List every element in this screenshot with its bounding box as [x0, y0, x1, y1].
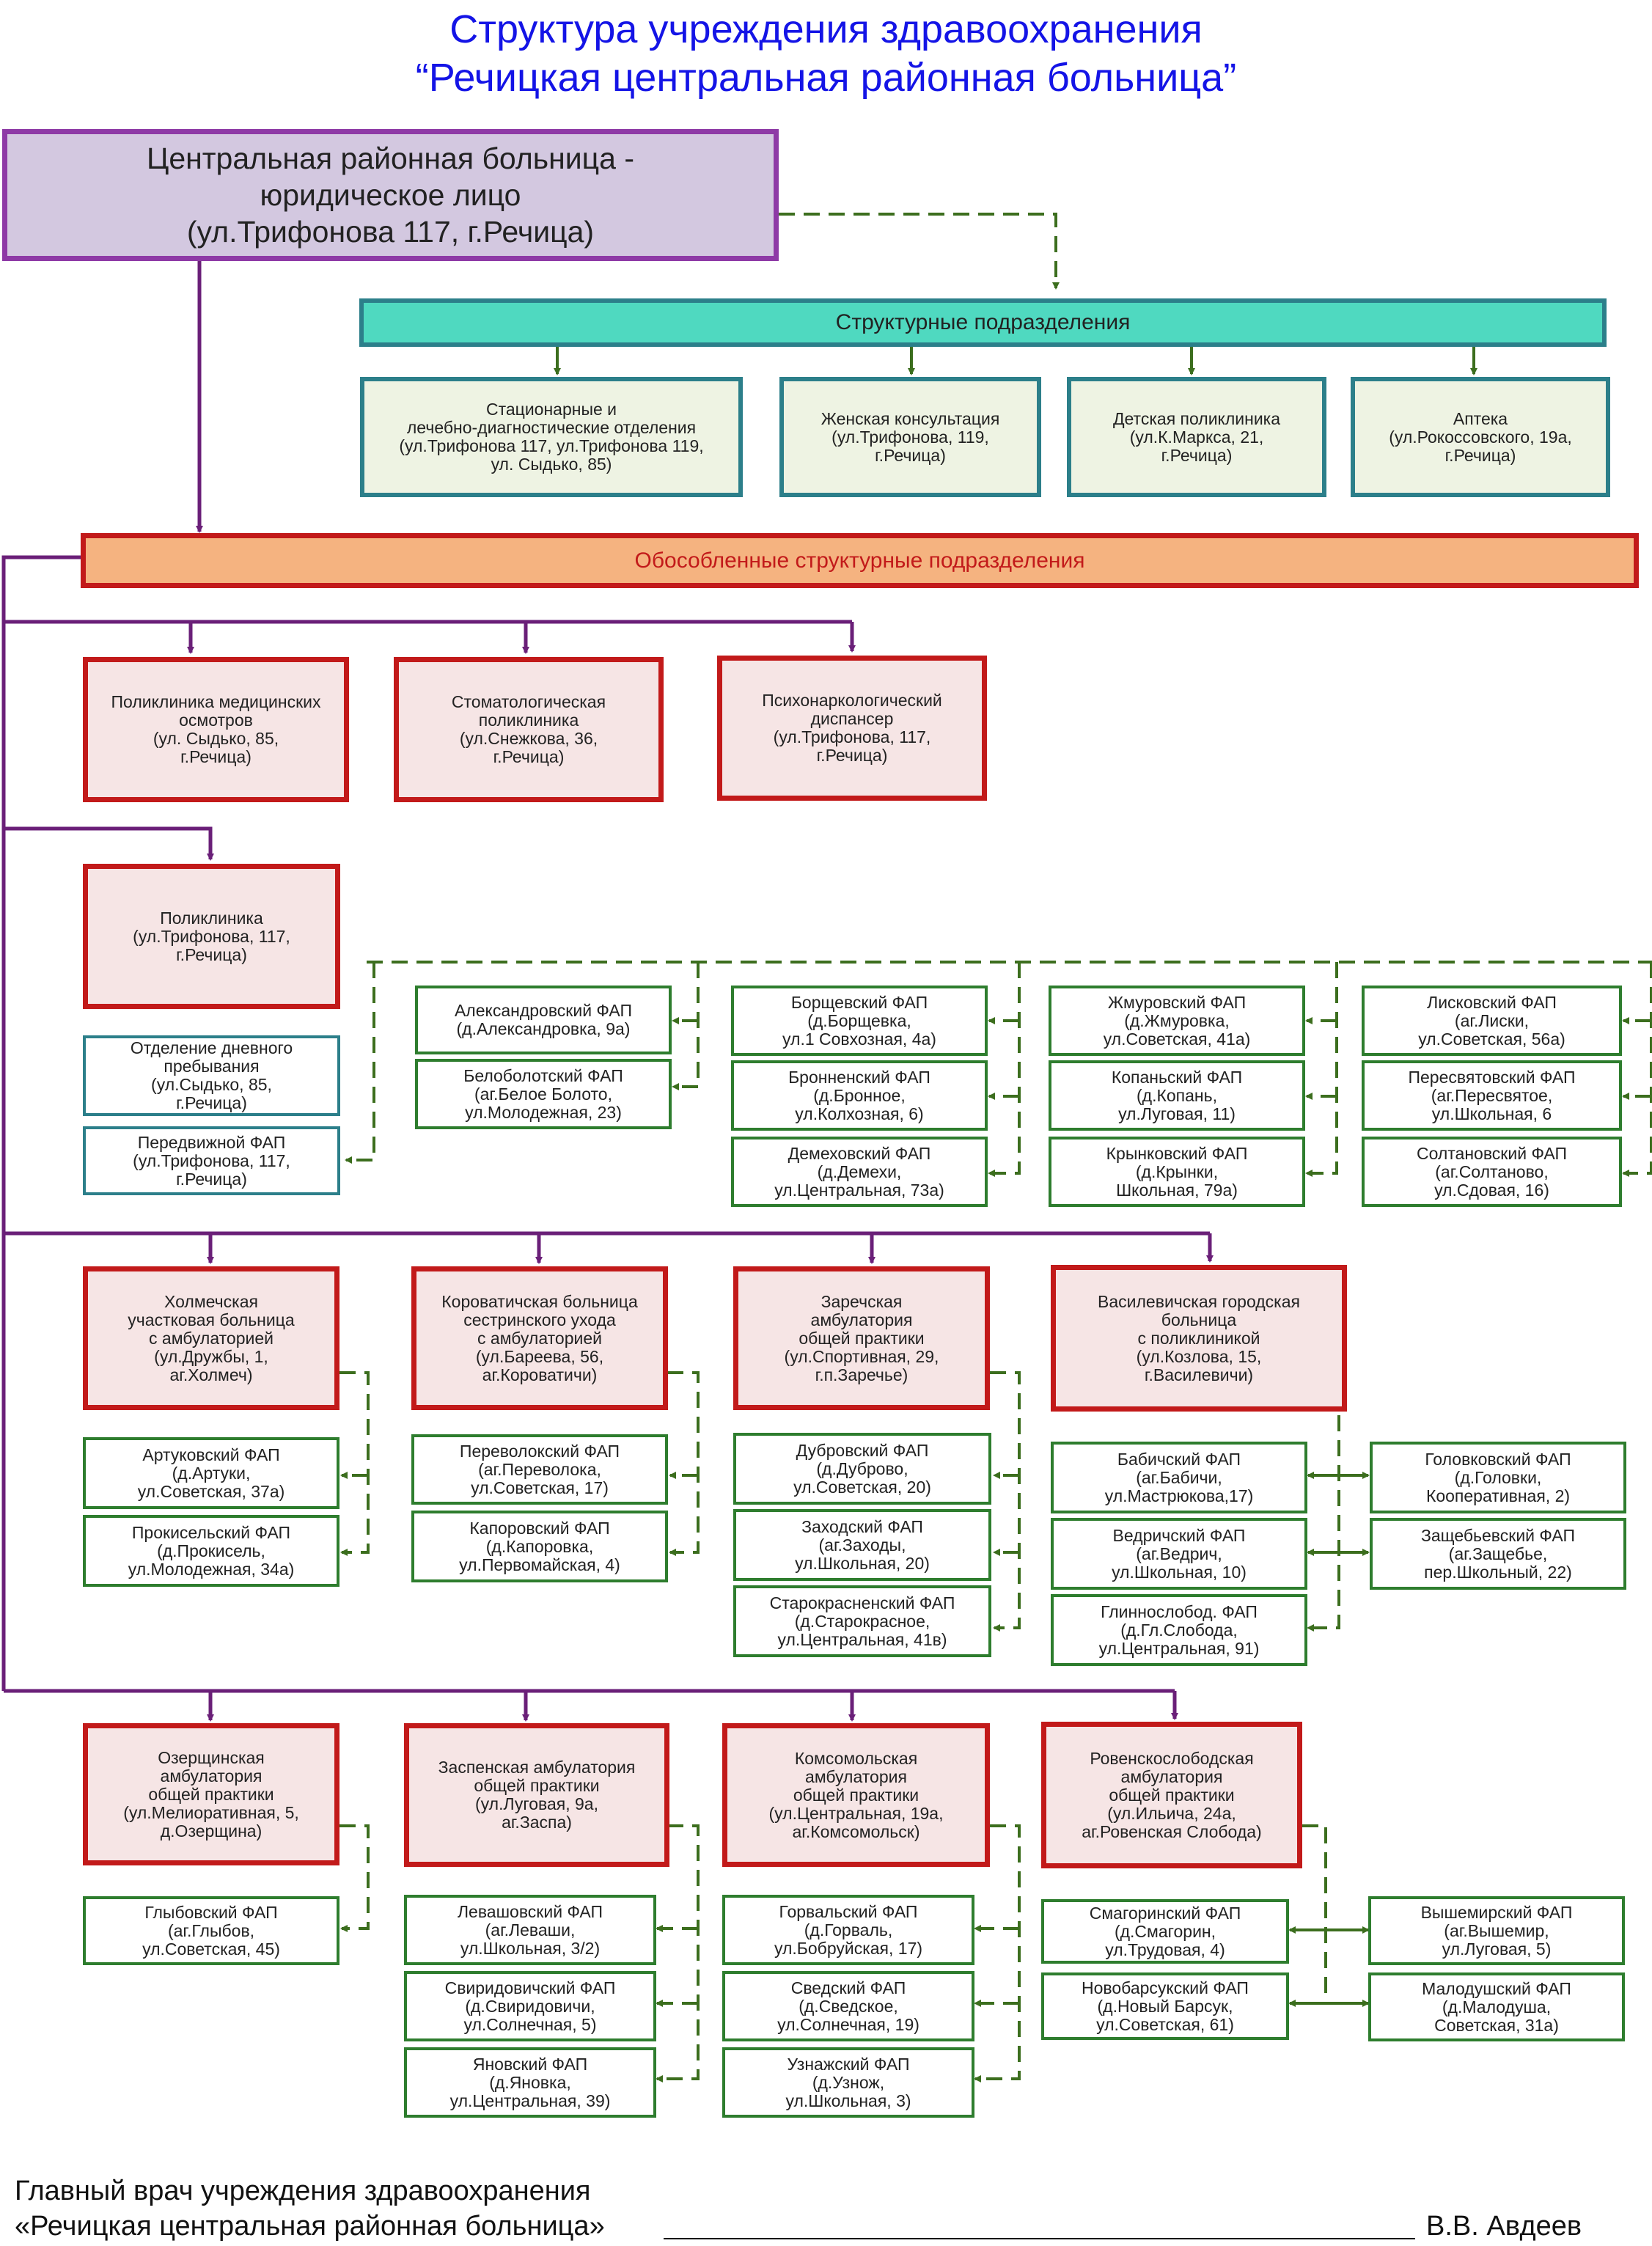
ozershchina-ambulatory: Озерщинская амбулатория общей практики (… — [83, 1723, 339, 1865]
fap-borshchevsky: Борщевский ФАП (д.Борщевка, ул.1 Совхозн… — [731, 986, 988, 1056]
fap-uznazhsky: Узнажский ФАП (д.Узнож, ул.Школьная, 3) — [722, 2047, 974, 2118]
fap-prokiselsky: Прокисельский ФАП (д.Прокисель, ул.Молод… — [83, 1515, 339, 1587]
fap-glinnoslobodsky: Глиннослобод. ФАП (д.Гл.Слобода, ул.Цент… — [1051, 1594, 1307, 1666]
fap-zhmurovsky: Жмуровский ФАП (д.Жмуровка, ул.Советская… — [1049, 986, 1305, 1056]
fap-artukovsky: Артуковский ФАП (д.Артуки, ул.Советская,… — [83, 1437, 339, 1509]
fap-malodushsky: Малодушский ФАП (д.Малодуша, Советская, … — [1368, 1972, 1625, 2041]
fap-demekhovsky: Демеховский ФАП (д.Демехи, ул.Центральна… — [731, 1137, 988, 1207]
signature-line — [664, 2238, 1415, 2239]
rovenskaya-sloboda-ambulatory: Ровенскослободская амбулатория общей пра… — [1041, 1722, 1302, 1868]
fap-dubrovsky: Дубровский ФАП (д.Дуброво, ул.Советская,… — [733, 1433, 991, 1505]
fap-yanovsky: Яновский ФАП (д.Яновка, ул.Центральная, … — [404, 2047, 656, 2118]
fap-perevoloksky: Переволокский ФАП (аг.Переволока, ул.Сов… — [411, 1434, 668, 1505]
fap-golovkovsky: Головковский ФАП (д.Головки, Кооперативн… — [1370, 1442, 1626, 1513]
fap-svedsky: Сведский ФАП (д.Сведское, ул.Солнечная, … — [722, 1971, 974, 2041]
fap-peresvyatovsky: Пересвятовский ФАП (аг.Пересвятое, ул.Шк… — [1362, 1060, 1622, 1131]
unit-inpatient-departments: Стационарные и лечебно-диагностические о… — [360, 377, 743, 497]
fap-bronnensky: Бронненский ФАП (д.Бронное, ул.Колхозная… — [731, 1060, 988, 1131]
fap-belobolotsky: Белоболотский ФАП (аг.Белое Болото, ул.М… — [415, 1059, 672, 1129]
signature-name: В.В. Авдеев — [1426, 2211, 1582, 2242]
kholmech-hospital: Холмечская участковая больница с амбулат… — [83, 1266, 339, 1410]
fap-novobarsuksky: Новобарсукский ФАП (д.Новый Барсук, ул.С… — [1041, 1972, 1289, 2040]
fap-liskovsky: Лисковский ФАП (аг.Лиски, ул.Советская, … — [1362, 986, 1622, 1056]
fap-smagorinsky: Смагоринский ФАП (д.Смагорин, ул.Трудова… — [1041, 1899, 1289, 1964]
fap-levashovsky: Левашовский ФАП (аг.Леваши, ул.Школьная,… — [404, 1895, 656, 1965]
separate-units-header: Обособленные структурные подразделения — [81, 533, 1639, 588]
zarechye-ambulatory: Заречская амбулатория общей практики (ул… — [733, 1266, 990, 1410]
fap-kaporovsky: Капоровский ФАП (д.Капоровка, ул.Первома… — [411, 1511, 668, 1582]
fap-starokrasnensky: Старокрасненский ФАП (д.Старокрасное, ул… — [733, 1585, 991, 1657]
fap-soltanovsky: Солтановский ФАП (аг.Солтаново, ул.Сдова… — [1362, 1137, 1622, 1207]
korovatichi-hospital: Короватичская больница сестринского уход… — [411, 1266, 668, 1410]
fap-glybovsky: Глыбовский ФАП (аг.Глыбов, ул.Советская,… — [83, 1896, 339, 1965]
mobile-fap: Передвижной ФАП (ул.Трифонова, 117, г.Ре… — [83, 1126, 340, 1195]
fap-aleksandrovsky: Александровский ФАП (д.Александровка, 9а… — [415, 986, 672, 1054]
root-central-hospital: Центральная районная больница - юридичес… — [2, 129, 779, 261]
footer-position-line-1: Главный врач учреждения здравоохранения — [15, 2176, 591, 2206]
fap-sviridovichsky: Свиридовичский ФАП (д.Свиридовичи, ул.Со… — [404, 1971, 656, 2041]
fap-babichsky: Бабичский ФАП (аг.Бабичи, ул.Мастрюкова,… — [1051, 1442, 1307, 1513]
polyclinic-medical-exams: Поликлиника медицинских осмотров (ул. Сы… — [83, 657, 349, 802]
vasilevichi-hospital: Василевичская городская больница с полик… — [1051, 1265, 1347, 1412]
unit-pharmacy: Аптека (ул.Рокоссовского, 19а, г.Речица) — [1351, 377, 1610, 497]
day-stay-department: Отделение дневного пребывания (ул.Сыдько… — [83, 1035, 340, 1116]
komsomolsk-ambulatory: Комсомольская амбулатория общей практики… — [722, 1723, 990, 1867]
unit-childrens-polyclinic: Детская поликлиника (ул.К.Маркса, 21, г.… — [1067, 377, 1326, 497]
fap-gorvalsky: Горвальский ФАП (д.Горваль, ул.Бобруйска… — [722, 1895, 974, 1965]
structural-units-header: Структурные подразделения — [359, 298, 1607, 347]
fap-vedrichsky: Ведричский ФАП (аг.Ведрич, ул.Школьная, … — [1051, 1518, 1307, 1590]
psychonarcological-dispensary: Психонаркологический диспансер (ул.Трифо… — [717, 656, 987, 801]
fap-zakhodsky: Заходский ФАП (аг.Заходы, ул.Школьная, 2… — [733, 1509, 991, 1581]
title-line-1: Структура учреждения здравоохранения — [449, 7, 1203, 51]
footer-position-line-2: «Речицкая центральная районная больница» — [15, 2211, 605, 2242]
title-line-2: “Речицкая центральная районная больница” — [415, 56, 1237, 100]
polyclinic-trifonova: Поликлиника (ул.Трифонова, 117, г.Речица… — [83, 864, 340, 1009]
unit-womens-consultation: Женская консультация (ул.Трифонова, 119,… — [779, 377, 1041, 497]
zaspa-ambulatory: Заспенская амбулатория общей практики (у… — [404, 1723, 669, 1867]
fap-vyshemirsky: Вышемирский ФАП (аг.Вышемир, ул.Луговая,… — [1368, 1896, 1625, 1965]
fap-zashchebyevsky: Защебьевский ФАП (аг.Защебье, пер.Школьн… — [1370, 1518, 1626, 1590]
fap-krynkovsky: Крынковский ФАП (д.Крынки, Школьная, 79а… — [1049, 1137, 1305, 1207]
fap-kopansky: Копаньский ФАП (д.Копань, ул.Луговая, 11… — [1049, 1060, 1305, 1131]
dental-polyclinic: Стоматологическая поликлиника (ул.Снежко… — [394, 657, 664, 802]
